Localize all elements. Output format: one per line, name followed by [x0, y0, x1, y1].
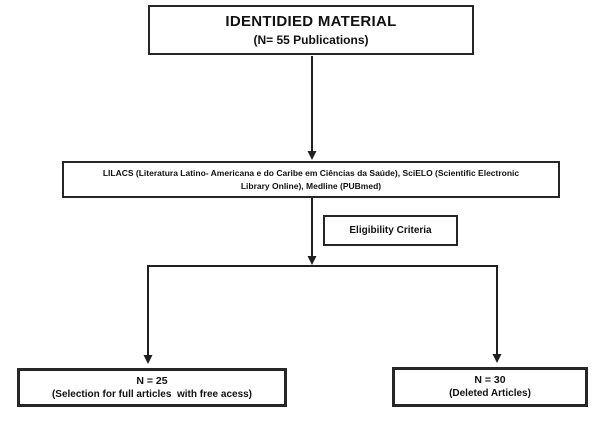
selected-articles-description: (Selection for full articles with free a…: [51, 388, 253, 400]
arrow-identified-to-databases-head: [307, 151, 317, 160]
deleted-articles-count: N = 30: [474, 374, 506, 387]
deleted-articles-box: N = 30 (Deleted Articles): [392, 367, 588, 407]
selected-articles-box: N = 25 (Selection for full articles with…: [17, 368, 287, 407]
deleted-articles-description: (Deleted Articles): [449, 388, 531, 400]
arrow-branch-to-deleted-head: [492, 354, 502, 363]
arrow-branch-to-selection-head: [143, 355, 153, 364]
identified-material-count: (N= 55 Publications): [253, 33, 369, 48]
identified-material-title: IDENTIDIED MATERIAL: [225, 12, 397, 30]
eligibility-criteria-box: Eligibility Criteria: [323, 215, 458, 246]
databases-box: LILACS (Literatura Latino- Americana e d…: [62, 161, 560, 198]
identified-material-box: IDENTIDIED MATERIAL (N= 55 Publications): [148, 5, 474, 55]
databases-text: LILACS (Literatura Latino- Americana e d…: [102, 167, 520, 191]
arrow-databases-to-branch-head: [307, 256, 317, 265]
eligibility-criteria-label: Eligibility Criteria: [349, 224, 432, 236]
selected-articles-count: N = 25: [136, 374, 168, 387]
